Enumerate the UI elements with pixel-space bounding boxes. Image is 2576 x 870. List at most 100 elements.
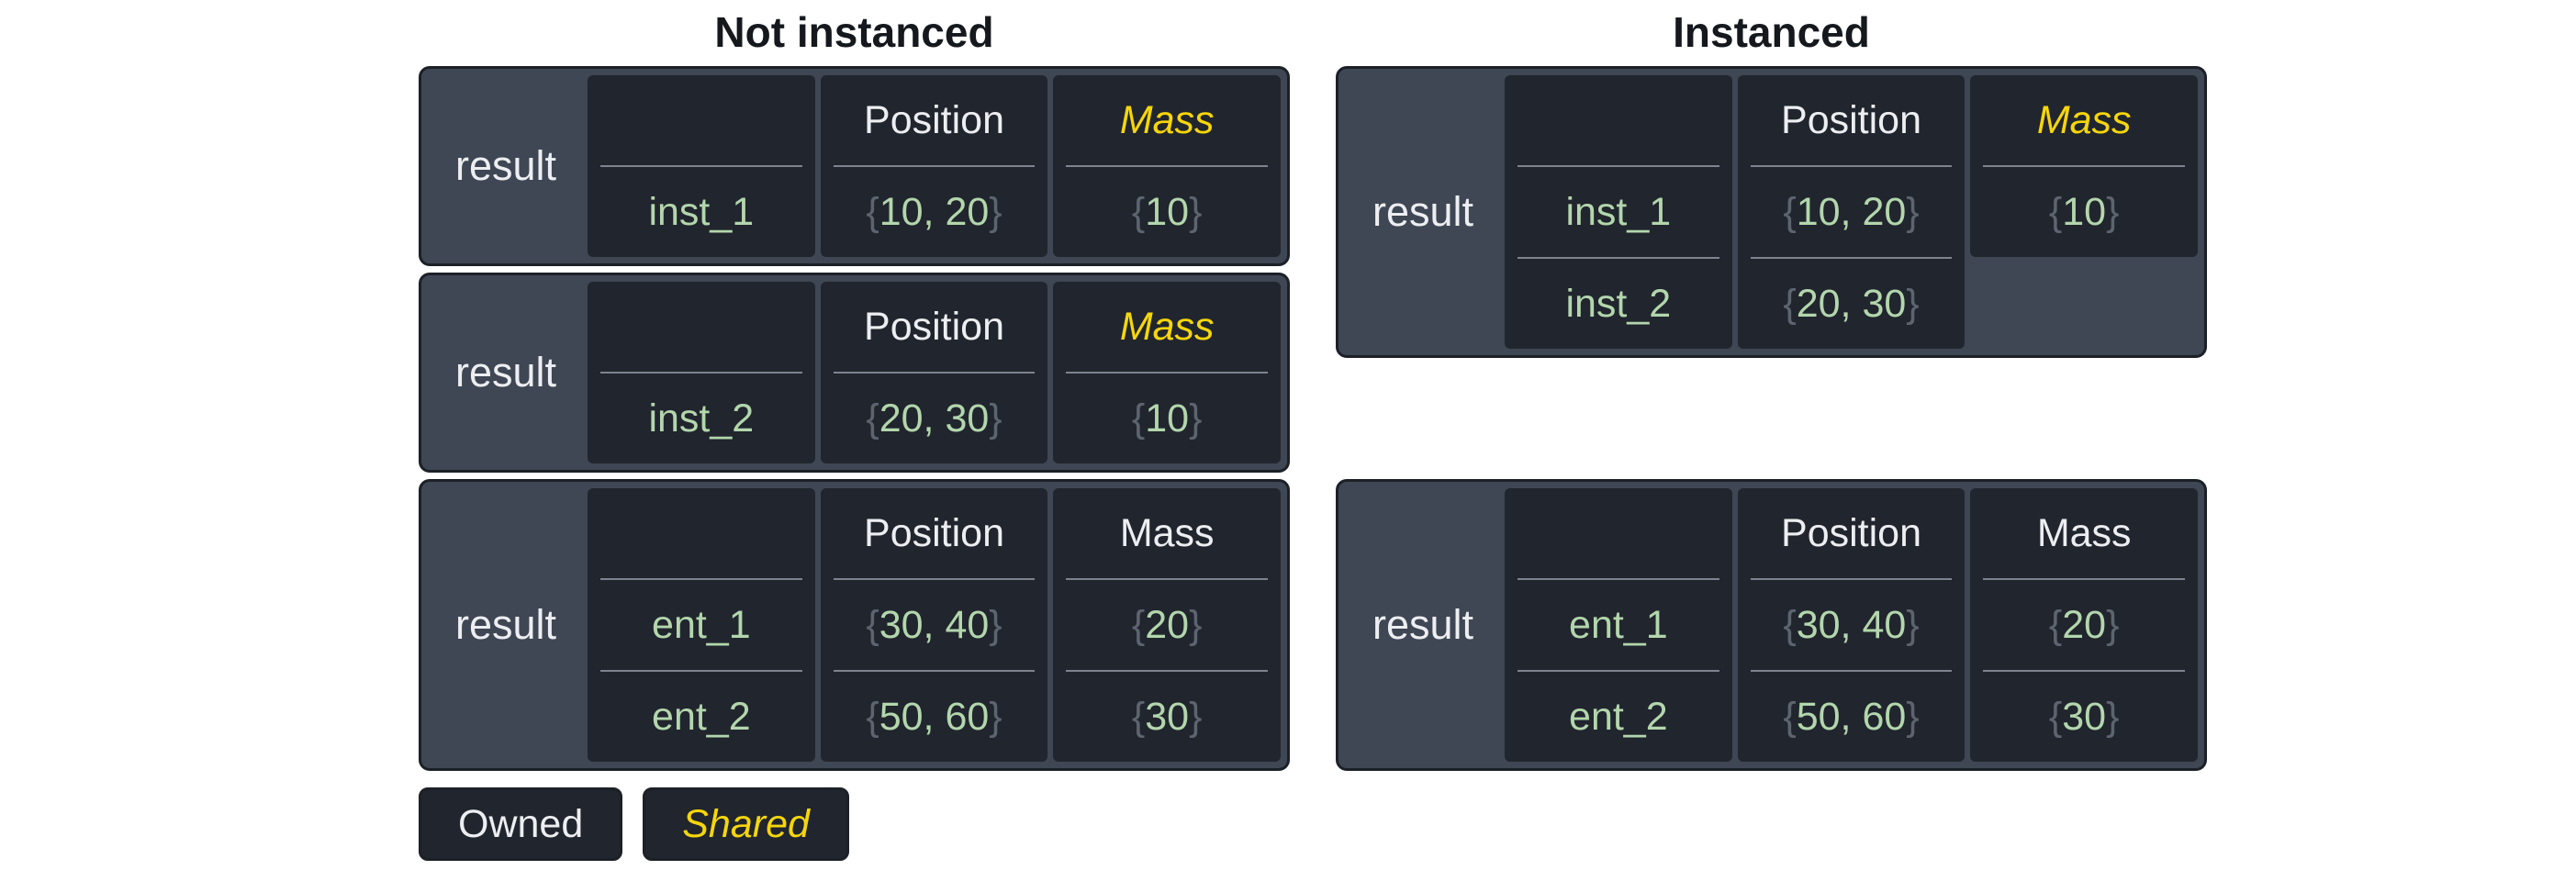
entity-name: ent_2 xyxy=(1569,694,1668,739)
brace-open: { xyxy=(2048,694,2063,739)
mass-value: {10} xyxy=(1131,396,1203,441)
row-separator xyxy=(1518,670,1719,672)
row-separator xyxy=(833,372,1036,374)
result-box-not-instanced-entities: result ent_1 ent_2 Position {30, 40} {50… xyxy=(419,479,1290,771)
position-column: Position {30, 40} {50, 60} xyxy=(820,488,1048,762)
row-separator xyxy=(600,165,802,167)
result-box-not-instanced-2: result inst_2 Position {20, 30} Mass {10… xyxy=(419,273,1290,473)
brace-close: } xyxy=(2106,694,2120,739)
row-separator xyxy=(600,578,802,580)
brace-close: } xyxy=(989,396,1002,441)
row-separator xyxy=(833,578,1036,580)
component-table: inst_1 Position {10, 20} Mass {10} xyxy=(588,75,1282,257)
row-separator xyxy=(833,670,1036,672)
row-separator xyxy=(1066,372,1269,374)
entity-name: inst_1 xyxy=(1565,189,1672,234)
entity-column: ent_1 ent_2 xyxy=(1505,488,1732,762)
mass-header-shared: Mass xyxy=(1119,304,1215,349)
row-separator xyxy=(1750,165,1953,167)
legend-owned: Owned xyxy=(419,787,623,861)
legend-shared: Shared xyxy=(643,787,849,861)
mass-value: {30} xyxy=(1131,694,1203,739)
mass-header-shared: Mass xyxy=(2036,97,2132,142)
mass-value: {20} xyxy=(2048,602,2120,647)
entity-name: ent_2 xyxy=(652,694,751,739)
instanced-title: Instanced xyxy=(1673,8,1870,56)
result-label: result xyxy=(454,349,557,396)
row-separator xyxy=(1750,257,1953,259)
entity-column: inst_1 xyxy=(588,75,815,257)
brace-close: } xyxy=(1189,189,1203,234)
brace-close: } xyxy=(1906,281,1920,326)
position-header: Position xyxy=(1781,510,1921,555)
brace-close: } xyxy=(1189,602,1203,647)
result-label: result xyxy=(454,142,557,189)
component-table: inst_1 inst_2 Position {10, 20} {20, 30}… xyxy=(1505,75,2199,349)
brace-close: } xyxy=(2106,602,2120,647)
brace-close: } xyxy=(1906,602,1920,647)
entity-name: inst_1 xyxy=(648,189,755,234)
result-label: result xyxy=(1372,601,1474,648)
result-box-not-instanced-1: result inst_1 Position {10, 20} Mass {10… xyxy=(419,66,1290,266)
entity-column: inst_1 inst_2 xyxy=(1505,75,1732,349)
mass-value: {30} xyxy=(2048,694,2120,739)
row-separator xyxy=(1983,578,2186,580)
brace-open: { xyxy=(1783,694,1797,739)
row-separator xyxy=(1983,670,2186,672)
entity-column-header xyxy=(1505,75,1732,165)
mass-value: {20} xyxy=(1131,602,1203,647)
mass-value: {10} xyxy=(1131,189,1203,234)
row-separator xyxy=(1750,670,1953,672)
mass-column: Mass {20} {30} xyxy=(1053,488,1282,762)
position-header: Position xyxy=(1781,97,1921,142)
brace-close: } xyxy=(2106,189,2120,234)
mass-header: Mass xyxy=(2036,510,2132,555)
row-separator xyxy=(1518,578,1719,580)
brace-close: } xyxy=(989,602,1002,647)
position-value: {20, 30} xyxy=(866,396,1002,441)
mass-value: {10} xyxy=(2048,189,2120,234)
entity-name: ent_1 xyxy=(1569,602,1668,647)
entity-column: inst_2 xyxy=(588,282,815,463)
legend: Owned Shared xyxy=(419,787,849,861)
component-table: ent_1 ent_2 Position {30, 40} {50, 60} M… xyxy=(588,488,1282,762)
component-table: ent_1 ent_2 Position {30, 40} {50, 60} M… xyxy=(1505,488,2199,762)
position-column: Position {30, 40} {50, 60} xyxy=(1737,488,1966,762)
not-instanced-title: Not instanced xyxy=(714,8,994,56)
row-separator xyxy=(1066,578,1269,580)
entity-name: inst_2 xyxy=(648,396,755,441)
position-header: Position xyxy=(864,510,1004,555)
position-header: Position xyxy=(864,304,1004,349)
brace-open: { xyxy=(2048,602,2063,647)
component-table: inst_2 Position {20, 30} Mass {10} xyxy=(588,282,1282,463)
brace-open: { xyxy=(866,602,879,647)
row-separator xyxy=(1066,670,1269,672)
entity-column-header xyxy=(1505,488,1732,578)
entity-name: inst_2 xyxy=(1565,281,1672,326)
brace-open: { xyxy=(1131,694,1146,739)
brace-close: } xyxy=(1189,694,1203,739)
brace-open: { xyxy=(1783,189,1797,234)
position-header: Position xyxy=(864,97,1004,142)
mass-column: Mass {20} {30} xyxy=(1970,488,2199,762)
position-value: {50, 60} xyxy=(866,694,1002,739)
position-column: Position {10, 20} {20, 30} xyxy=(1737,75,1966,349)
row-separator xyxy=(1518,257,1719,259)
entity-column-header xyxy=(588,282,815,372)
mass-header: Mass xyxy=(1119,510,1215,555)
position-value: {30, 40} xyxy=(1783,602,1920,647)
position-column: Position {20, 30} xyxy=(820,282,1048,463)
entity-column-header xyxy=(588,488,815,578)
position-value: {50, 60} xyxy=(1783,694,1920,739)
row-separator xyxy=(1066,165,1269,167)
row-separator xyxy=(833,165,1036,167)
result-label: result xyxy=(1372,188,1474,235)
brace-open: { xyxy=(1131,602,1146,647)
mass-column-shared-short: Mass {10} xyxy=(1970,75,2199,257)
result-box-instanced-entities: result ent_1 ent_2 Position {30, 40} {50… xyxy=(1336,479,2207,771)
brace-close: } xyxy=(989,189,1002,234)
mass-column: Mass {10} xyxy=(1053,282,1282,463)
brace-open: { xyxy=(2048,189,2063,234)
position-value: {10, 20} xyxy=(1783,189,1920,234)
brace-close: } xyxy=(1906,189,1920,234)
